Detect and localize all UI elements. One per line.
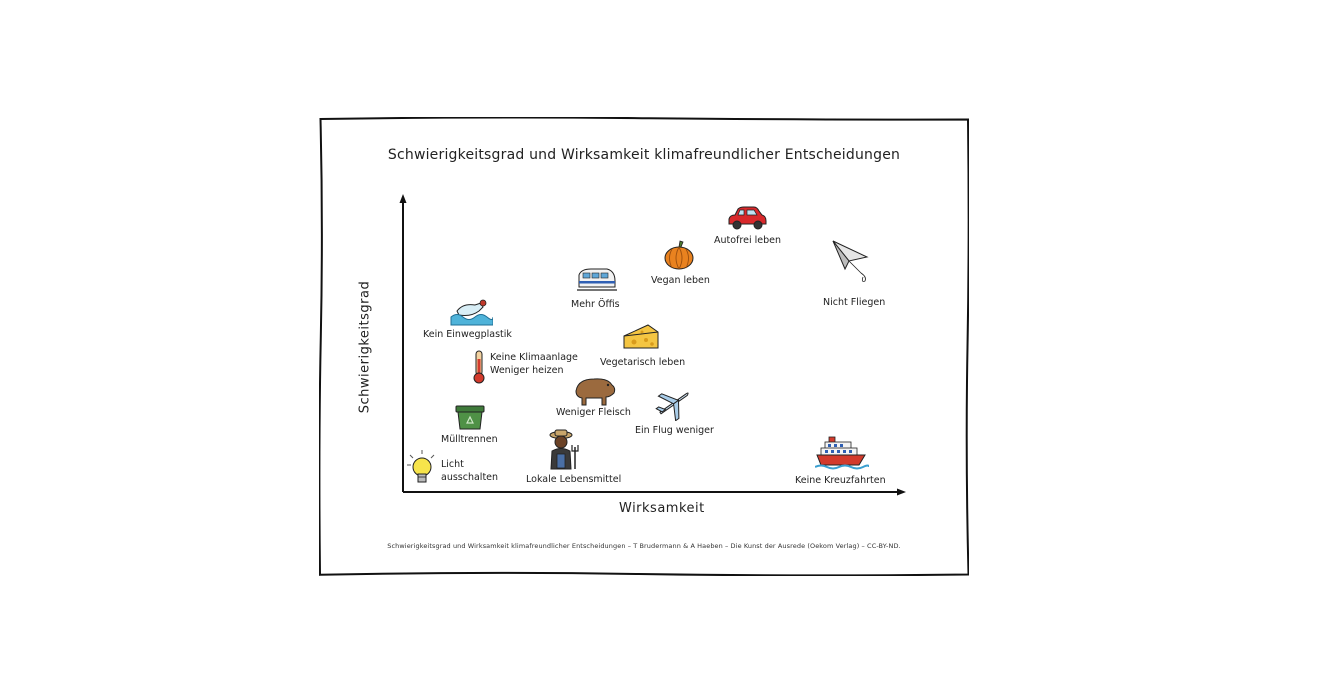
item-label: Ein Flug weniger xyxy=(635,425,714,436)
item-label: Mülltrennen xyxy=(441,434,498,445)
y-axis-arrow xyxy=(399,194,407,203)
farmer-icon xyxy=(549,429,579,470)
diagram-title: Schwierigkeitsgrad und Wirksamkeit klima… xyxy=(387,147,901,163)
item-label: Kein Einwegplastik xyxy=(423,329,512,340)
item-label: Vegetarisch leben xyxy=(600,357,686,368)
recycling-bin-icon xyxy=(455,405,485,430)
item-label-line2: ausschalten xyxy=(441,472,499,483)
x-axis-arrow xyxy=(897,488,906,496)
pumpkin-icon xyxy=(664,240,694,270)
diagram-frame: Schwierigkeitsgrad und Wirksamkeit klima… xyxy=(319,117,969,576)
plastic-bottle-in-water-icon xyxy=(450,299,493,326)
capybara-icon xyxy=(575,378,616,406)
y-axis-label: Schwierigkeitsgrad xyxy=(357,280,373,414)
axes xyxy=(399,194,906,496)
train-icon xyxy=(577,268,617,291)
cheese-icon xyxy=(623,324,659,349)
item-label: Nicht Fliegen xyxy=(823,297,886,308)
x-axis-label: Wirksamkeit xyxy=(619,501,705,516)
item-label: Lokale Lebensmittel xyxy=(526,474,622,485)
item-label-line2: Weniger heizen xyxy=(490,365,564,376)
item-label: Licht xyxy=(441,459,464,470)
item-label: Vegan leben xyxy=(651,275,710,286)
item-label: Keine Klimaanlage xyxy=(490,352,578,363)
paper-plane-icon xyxy=(832,240,869,282)
item-label: Autofrei leben xyxy=(714,235,781,246)
car-icon xyxy=(728,206,767,230)
lightbulb-icon xyxy=(407,450,435,483)
item-label: Weniger Fleisch xyxy=(556,407,631,418)
thermometer-icon xyxy=(473,350,485,384)
airplane-icon xyxy=(655,392,689,421)
item-label: Mehr Öffis xyxy=(571,299,620,310)
cruise-ship-icon xyxy=(815,436,869,470)
item-label: Keine Kreuzfahrten xyxy=(795,475,886,486)
footer-credit: Schwierigkeitsgrad und Wirksamkeit klima… xyxy=(387,542,901,550)
